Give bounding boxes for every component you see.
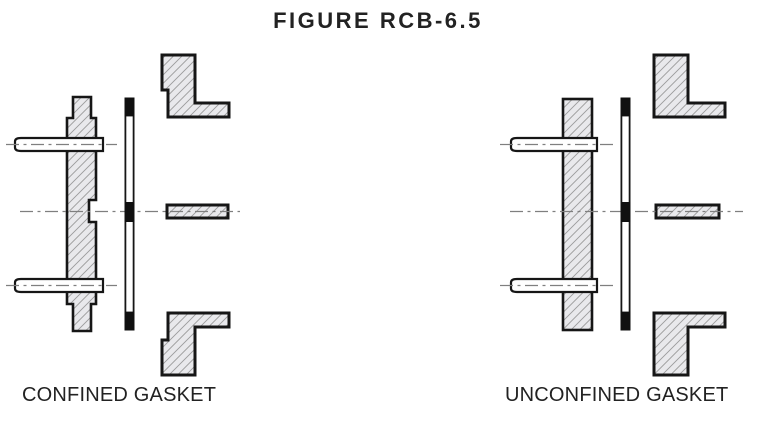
confined-mating-flange-top-section xyxy=(160,53,231,119)
unconfined-gasket-caption: UNCONFINED GASKET xyxy=(505,384,729,406)
confined-gasket-drawing xyxy=(6,53,240,377)
unconfined-gasket-segment-middle xyxy=(620,202,631,222)
unconfined-gasket-segment-bottom xyxy=(620,311,631,331)
confined-gasket-segment-bottom xyxy=(124,311,135,331)
unconfined-gasket-drawing xyxy=(500,53,743,377)
unconfined-flange-section xyxy=(561,97,594,332)
figure-title: FIGURE RCB-6.5 xyxy=(273,8,483,33)
confined-gasket-segment-top xyxy=(124,97,135,117)
confined-gasket-caption: CONFINED GASKET xyxy=(22,384,217,406)
confined-flange-section xyxy=(65,95,98,333)
unconfined-mating-flange-bottom-section xyxy=(652,311,727,377)
unconfined-mating-flange-top-section xyxy=(652,53,727,119)
confined-gasket-segment-middle xyxy=(124,202,135,222)
confined-mating-flange-bottom-section xyxy=(160,311,231,377)
unconfined-gasket-segment-top xyxy=(620,97,631,117)
